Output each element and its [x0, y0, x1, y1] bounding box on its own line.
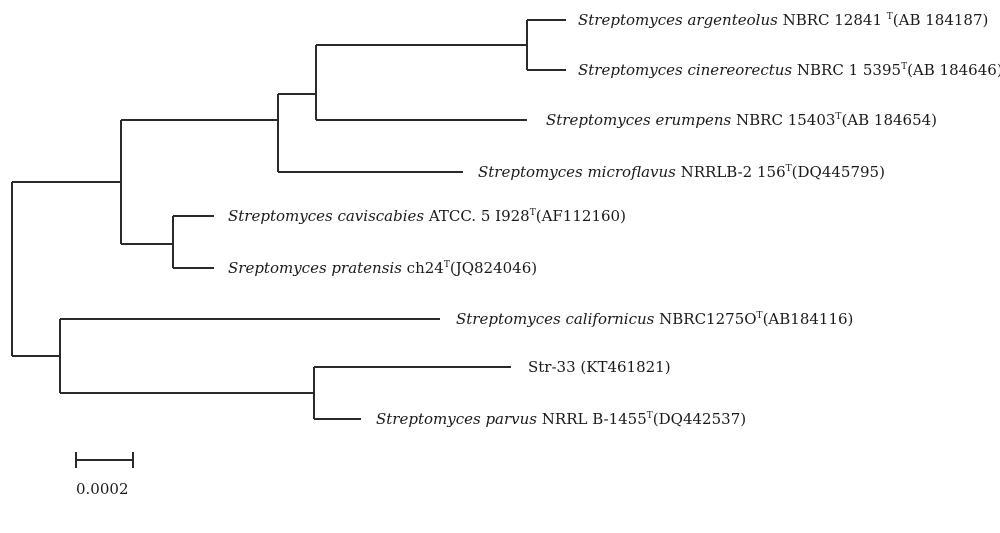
scale-bar-label: 0.0002: [76, 480, 129, 498]
leaf-label-parvus: Streptomyces parvus NRRL B-1455T(DQ44253…: [376, 410, 746, 428]
leaf-label-cinereorectus: Streptomyces cinereorectus NBRC 1 5395T(…: [578, 61, 1000, 79]
leaf-label-microflavus: Streptomyces microflavus NRRLB-2 156T(DQ…: [478, 163, 885, 181]
leaf-label-californicus: Streptomyces californicus NBRC1275OT(AB1…: [456, 310, 853, 328]
leaf-label-argenteolus: Streptomyces argenteolus NBRC 12841 T(AB…: [578, 11, 988, 29]
leaf-label-str33: Str-33 (KT461821): [528, 358, 671, 376]
leaf-label-caviscabies: Streptomyces caviscabies ATCC. 5 I928T(A…: [228, 207, 626, 225]
leaf-label-pratensis: Sreptomyces pratensis ch24T(JQ824046): [228, 259, 537, 277]
leaf-label-erumpens: Streptomyces erumpens NBRC 15403T(AB 184…: [546, 111, 937, 129]
scale-bar: 0.0002: [75, 452, 134, 498]
leaf-labels: Streptomyces argenteolus NBRC 12841 T(AB…: [228, 11, 1000, 428]
tree-branches: [11, 19, 566, 420]
